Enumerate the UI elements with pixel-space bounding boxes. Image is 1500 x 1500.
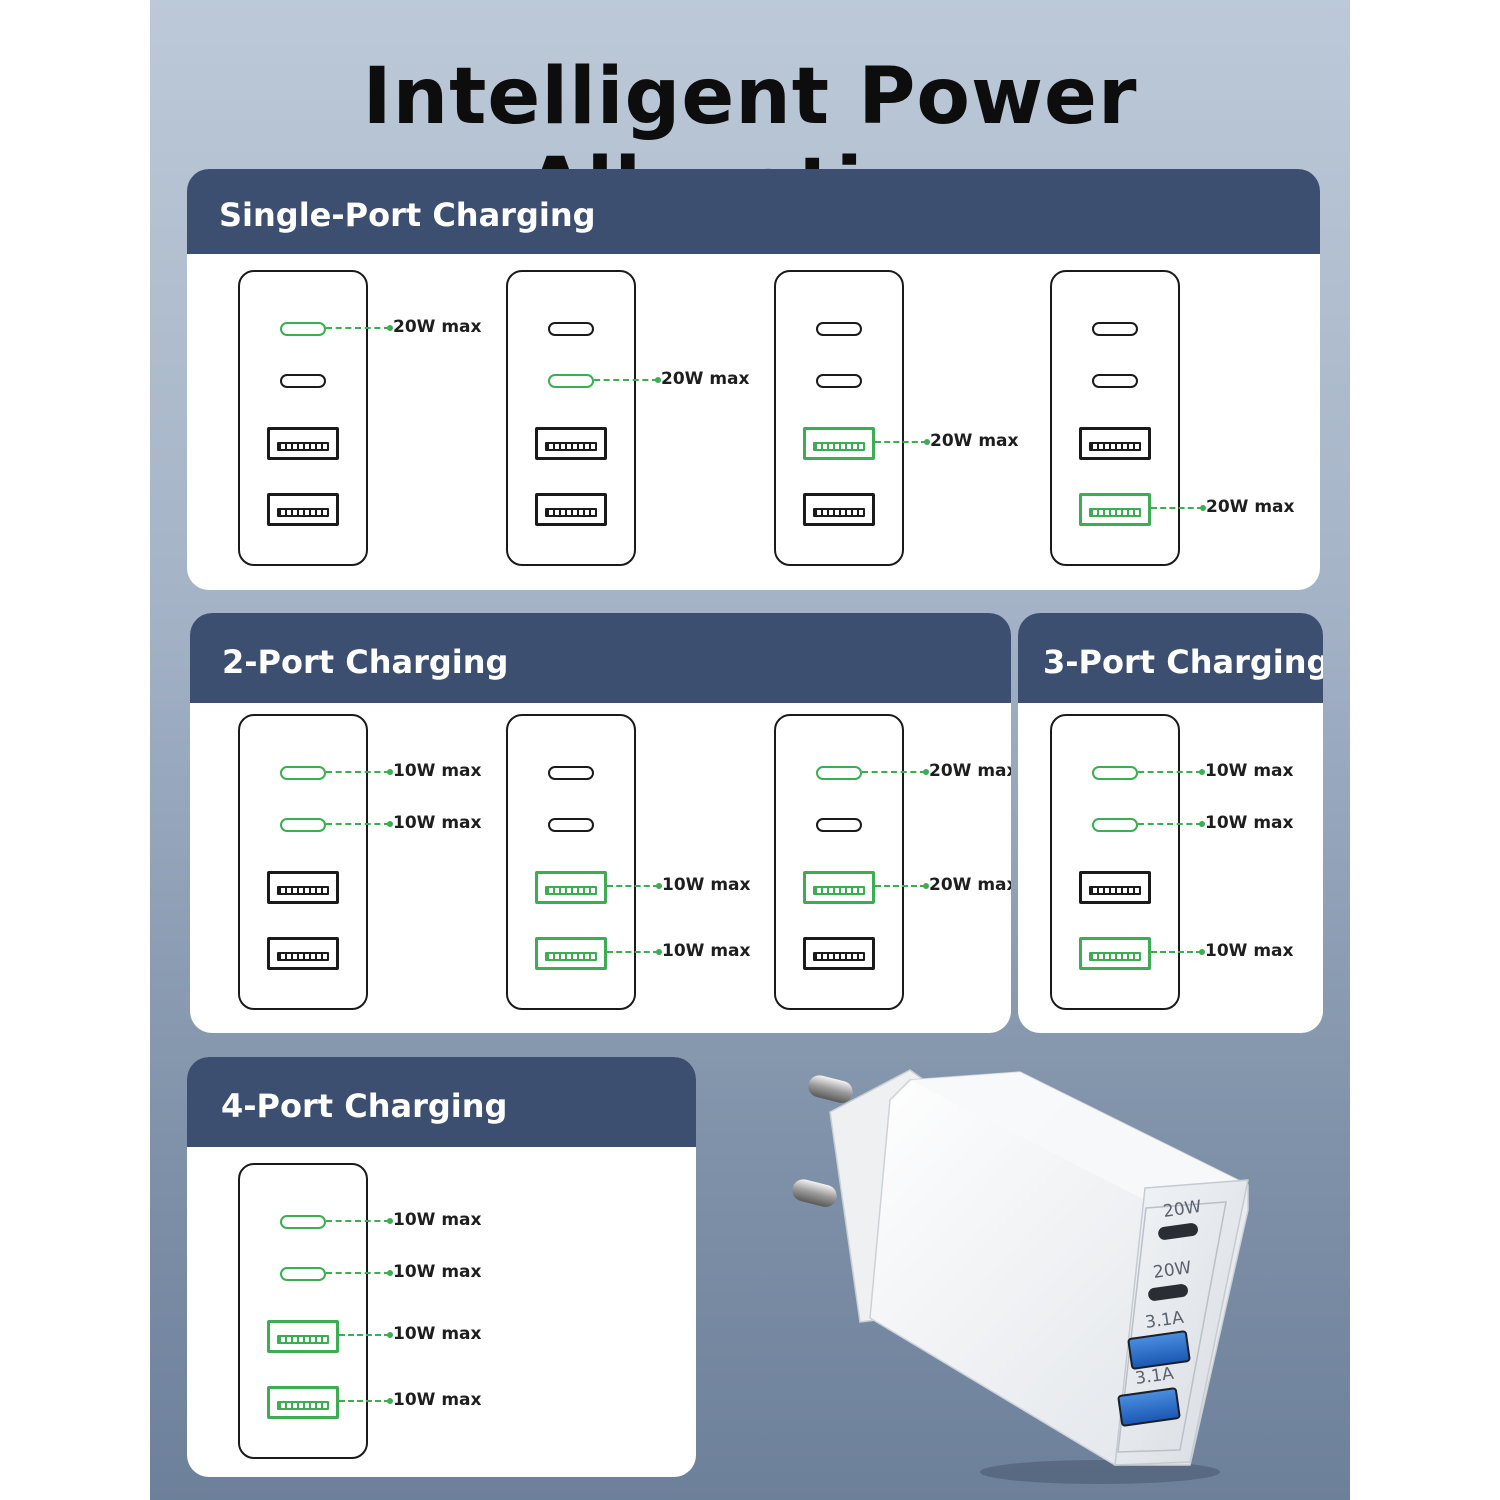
usb-a-port-icon: [535, 871, 607, 904]
usb-c-port-icon: [1092, 322, 1138, 336]
power-label: 10W max: [1205, 941, 1294, 961]
power-label: 10W max: [393, 761, 482, 781]
charger-diagram: [506, 714, 636, 1010]
usb-a-port-icon: [267, 937, 339, 970]
section-4-port: 4-Port Charging 10W max 10W max 10W max …: [187, 1057, 696, 1477]
leader-line: [875, 439, 930, 445]
leader-line: [875, 883, 929, 889]
charger-diagram: [238, 714, 368, 1010]
usb-c-port-icon: [816, 374, 862, 388]
power-label: 10W max: [662, 875, 751, 895]
usb-c-port-icon: [280, 1267, 326, 1281]
leader-line: [326, 1218, 393, 1224]
usb-c-port-icon: [548, 766, 594, 780]
leader-line: [339, 1332, 393, 1338]
power-label: 10W max: [393, 813, 482, 833]
power-label: 10W max: [393, 1262, 482, 1282]
power-label: 10W max: [393, 1390, 482, 1410]
power-label: 20W max: [930, 431, 1019, 451]
leader-line: [1151, 505, 1206, 511]
usb-a-port-icon: [803, 493, 875, 526]
leader-line: [862, 769, 929, 775]
usb-a-port-icon: [535, 937, 607, 970]
charger-diagram: [774, 714, 904, 1010]
usb-a-port-icon: [803, 427, 875, 460]
power-label: 20W max: [661, 369, 750, 389]
charger-product-image: 20W 20W 3.1A 3.1A: [792, 1069, 1249, 1484]
usb-c-port-icon: [280, 818, 326, 832]
power-label: 10W max: [393, 1210, 482, 1230]
section-title-3-port: 3-Port Charging: [1018, 613, 1323, 703]
leader-line: [1138, 769, 1205, 775]
section-title-2-port: 2-Port Charging: [190, 613, 1011, 703]
usb-a-port-icon: [1079, 493, 1151, 526]
charger-diagram: [238, 1163, 368, 1459]
leader-line: [339, 1398, 393, 1404]
usb-a-port-icon: [267, 1386, 339, 1419]
charger-diagram: [774, 270, 904, 566]
usb-c-port-icon: [816, 766, 862, 780]
usb-c-port-icon: [548, 818, 594, 832]
usb-a-port-icon: [535, 427, 607, 460]
leader-line: [326, 325, 393, 331]
charger-diagram: [1050, 270, 1180, 566]
leader-line: [326, 1270, 393, 1276]
usb-a-port-icon: [267, 427, 339, 460]
leader-line: [326, 821, 393, 827]
usb-c-port-icon: [280, 322, 326, 336]
section-title-4-port: 4-Port Charging: [187, 1057, 696, 1147]
power-label: 20W max: [929, 761, 1011, 781]
section-title-single-port: Single-Port Charging: [187, 169, 1320, 254]
usb-a-port-icon: [535, 493, 607, 526]
usb-c-port-icon: [1092, 374, 1138, 388]
charger-diagram: [238, 270, 368, 566]
usb-a-port-icon: [267, 493, 339, 526]
leader-line: [1151, 949, 1205, 955]
usb-a-port-icon: [803, 937, 875, 970]
power-label: 10W max: [1205, 761, 1294, 781]
usb-c-port-icon: [280, 766, 326, 780]
usb-a-port-icon: [1079, 937, 1151, 970]
usb-c-port-icon: [548, 322, 594, 336]
usb-a-port-icon: [803, 871, 875, 904]
usb-c-port-icon: [280, 374, 326, 388]
leader-line: [594, 377, 661, 383]
power-label: 10W max: [662, 941, 751, 961]
power-label: 20W max: [929, 875, 1011, 895]
usb-c-port-icon: [1092, 818, 1138, 832]
section-single-port: Single-Port Charging 20W max 20W max 20W…: [187, 169, 1320, 590]
usb-a-port-icon: [1079, 427, 1151, 460]
power-label: 20W max: [1206, 497, 1295, 517]
leader-line: [326, 769, 393, 775]
usb-c-port-icon: [280, 1215, 326, 1229]
section-3-port: 3-Port Charging 10W max 10W max 10W max: [1018, 613, 1323, 1033]
power-label: 10W max: [393, 1324, 482, 1344]
leader-line: [1138, 821, 1205, 827]
leader-line: [607, 883, 662, 889]
usb-a-port-icon: [1079, 871, 1151, 904]
usb-a-port-icon: [267, 871, 339, 904]
usb-a-port-icon: [267, 1320, 339, 1353]
power-label: 20W max: [393, 317, 482, 337]
section-2-port: 2-Port Charging 10W max 10W max 10W max …: [190, 613, 1011, 1033]
usb-c-port-icon: [548, 374, 594, 388]
leader-line: [607, 949, 662, 955]
usb-c-port-icon: [1092, 766, 1138, 780]
usb-c-port-icon: [816, 818, 862, 832]
usb-c-port-icon: [816, 322, 862, 336]
power-label: 10W max: [1205, 813, 1294, 833]
charger-diagram: [506, 270, 636, 566]
charger-diagram: [1050, 714, 1180, 1010]
